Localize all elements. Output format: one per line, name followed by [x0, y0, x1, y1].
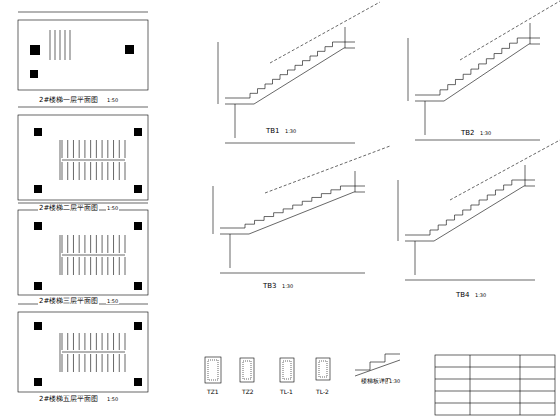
scale-note: 1:50: [106, 299, 119, 304]
drawing-title: TZ1: [206, 389, 220, 395]
scale-note: 2#楼梯一层平面图: [38, 97, 99, 104]
stair-plans: [18, 12, 148, 392]
drawing-title: TL-2: [315, 389, 330, 395]
drawing-title: TB1: [265, 128, 281, 135]
title-table: [435, 355, 555, 415]
scale-note: 1:30: [388, 379, 401, 384]
scale-note: 1:30: [479, 131, 492, 136]
scale-note: 1:50: [106, 397, 119, 402]
drawing-title: TB3: [262, 283, 278, 290]
scale-note: 2#楼梯三层平面图: [38, 298, 99, 305]
scale-note: 1:30: [284, 129, 297, 134]
scale-note: 1:50: [106, 98, 119, 103]
drawing-title: TZ2: [241, 389, 255, 395]
drawing-title: TL-1: [279, 389, 294, 395]
scale-note: 1:30: [474, 293, 487, 298]
scale-note: 2#楼梯五层平面图: [38, 396, 99, 403]
stair-treads: [50, 30, 125, 372]
stair-sections: [213, 0, 560, 280]
detail-sections: [205, 354, 400, 383]
scale-note: 1:30: [281, 284, 294, 289]
drawing-title: TB2: [460, 130, 476, 137]
scale-note: 2#楼梯二层平面图: [38, 205, 99, 212]
drawing-title: TB4: [455, 292, 471, 299]
scale-note: 1:50: [106, 206, 119, 211]
